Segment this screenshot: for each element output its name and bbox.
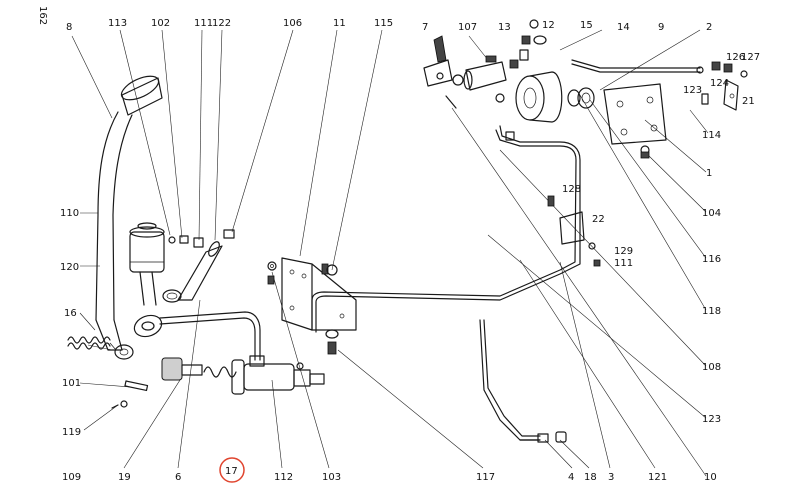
mounting-bracket (281, 257, 357, 355)
label-7: 7 (422, 22, 428, 33)
master-cylinder (161, 355, 325, 395)
label-101: 101 (62, 378, 81, 389)
label-123-top: 123 (683, 85, 702, 96)
clutch-pedal (95, 75, 163, 351)
label-118: 118 (702, 306, 721, 317)
label-106: 106 (283, 18, 302, 29)
washer-ring (114, 344, 134, 360)
label-114: 114 (702, 130, 721, 141)
label-111: 111 (194, 18, 213, 29)
label-22: 22 (592, 214, 605, 225)
seal-ring (567, 87, 595, 109)
label-21: 21 (742, 96, 755, 107)
label-115: 115 (374, 18, 393, 29)
return-spring (67, 336, 117, 351)
label-116: 116 (702, 254, 721, 265)
label-112: 112 (274, 472, 293, 483)
label-4: 4 (568, 472, 574, 483)
label-128: 128 (562, 184, 581, 195)
leader-lines (71, 29, 709, 477)
label-103: 103 (322, 472, 341, 483)
label-1: 1 (706, 168, 712, 179)
label-107: 107 (458, 22, 477, 33)
label-14: 14 (617, 22, 630, 33)
small-fasteners (168, 235, 204, 248)
label-127: 127 (741, 52, 760, 63)
part-labels: 8 113 102 111 122 106 11 115 7 107 13 12… (60, 18, 760, 483)
bleeder-assembly (423, 19, 547, 109)
fluid-reservoir (129, 222, 165, 306)
label-6: 6 (175, 472, 181, 483)
label-18: 18 (584, 472, 597, 483)
label-2: 2 (706, 22, 712, 33)
label-111-right: 111 (614, 258, 633, 269)
label-108: 108 (702, 362, 721, 373)
label-129: 129 (614, 246, 633, 257)
hydraulic-line (311, 125, 581, 443)
label-102: 102 (151, 18, 170, 29)
label-9: 9 (658, 22, 664, 33)
page-number: 162 (37, 6, 48, 25)
label-126: 126 (726, 52, 745, 63)
label-113: 113 (108, 18, 127, 29)
pedal-pivot (133, 311, 261, 361)
label-8: 8 (66, 22, 72, 33)
clip-bracket (547, 195, 601, 267)
label-19: 19 (118, 472, 131, 483)
label-15: 15 (580, 20, 593, 31)
label-121: 121 (648, 472, 667, 483)
label-123: 123 (702, 414, 721, 425)
label-104: 104 (702, 208, 721, 219)
label-110: 110 (60, 208, 79, 219)
label-12: 12 (542, 20, 555, 31)
label-16: 16 (64, 308, 77, 319)
label-109: 109 (62, 472, 81, 483)
highlight-ring (219, 457, 245, 483)
label-119: 119 (62, 427, 81, 438)
label-124: 124 (710, 78, 729, 89)
label-13: 13 (498, 22, 511, 33)
label-11: 11 (333, 18, 346, 29)
label-117: 117 (476, 472, 495, 483)
label-122: 122 (212, 18, 231, 29)
cylinder-bolts (267, 261, 277, 285)
ring-clip (162, 229, 235, 303)
bracket-plate (603, 83, 667, 159)
adjusting-rod (571, 59, 748, 111)
pin (111, 380, 149, 409)
slave-cylinder (505, 71, 563, 141)
label-120: 120 (60, 262, 79, 273)
label-10: 10 (704, 472, 717, 483)
label-17[interactable]: 17 (225, 466, 238, 477)
label-3: 3 (608, 472, 614, 483)
push-rod (177, 241, 223, 301)
